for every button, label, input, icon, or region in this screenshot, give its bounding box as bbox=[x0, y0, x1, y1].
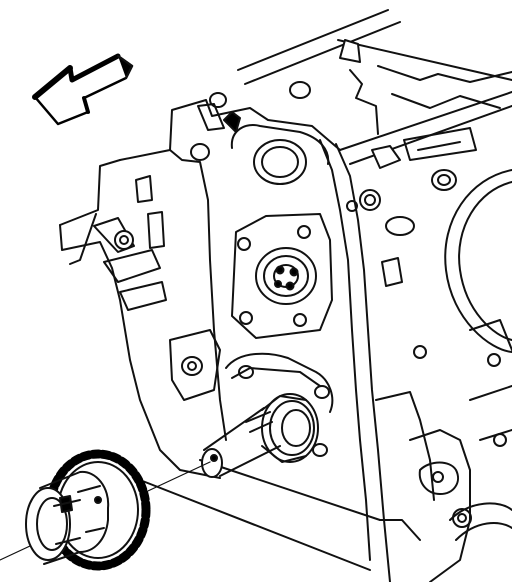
front-direction-arrow bbox=[32, 53, 134, 126]
camshaft-snout bbox=[0, 393, 319, 561]
camshaft-sprocket bbox=[25, 449, 151, 571]
engine-block bbox=[59, 9, 512, 582]
